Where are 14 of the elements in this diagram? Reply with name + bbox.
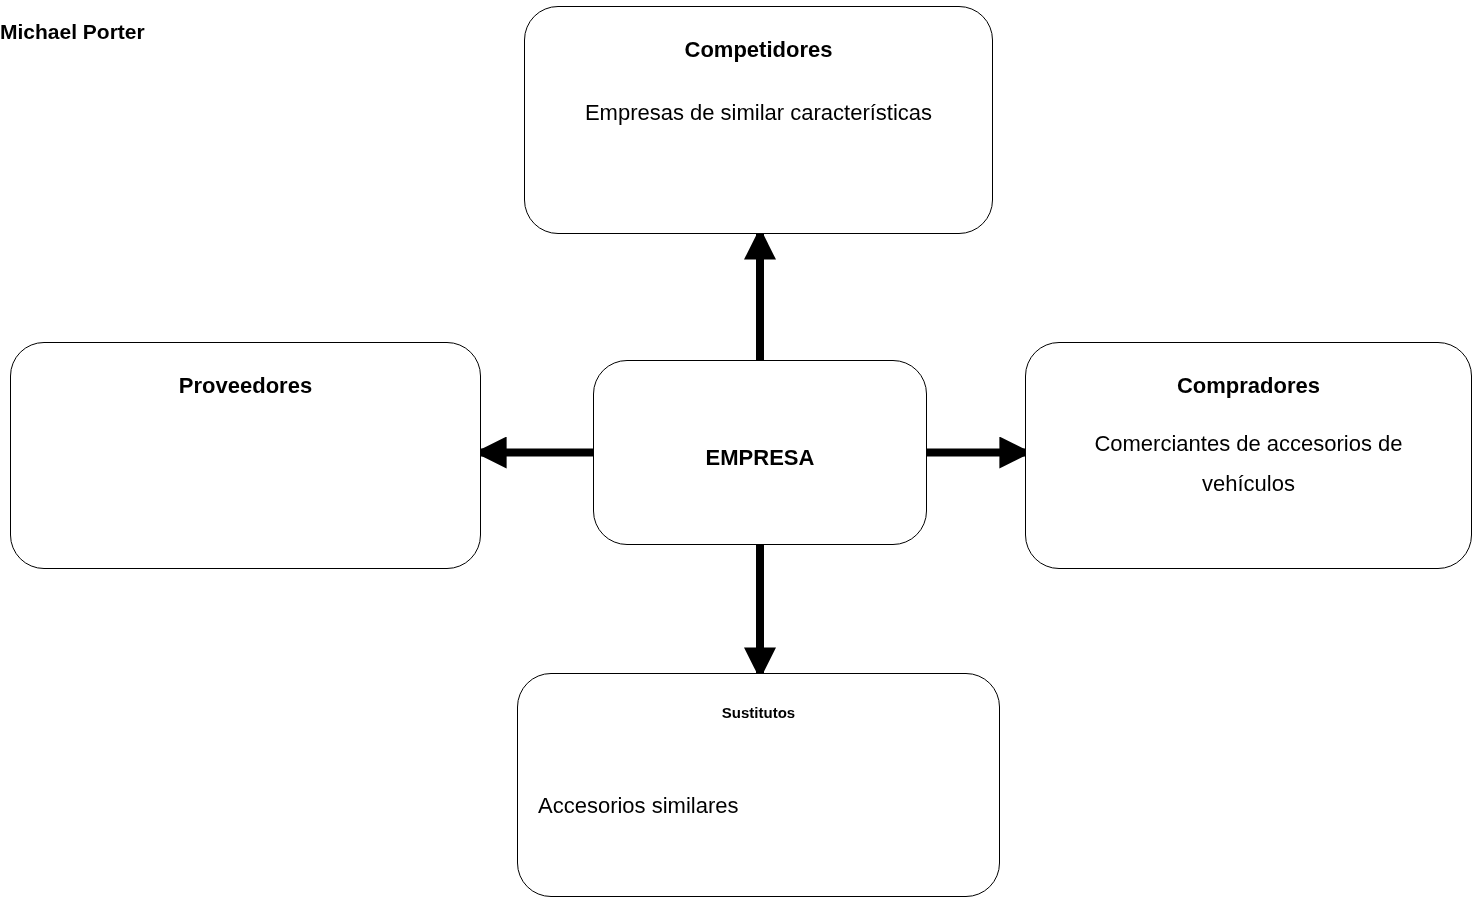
box-heading: Proveedores: [178, 373, 313, 399]
rounded-box: [517, 673, 1000, 897]
box-text: Empresas de similar características: [584, 99, 933, 127]
title: Michael Porter: [0, 20, 145, 44]
box-heading: Sustitutos: [721, 704, 796, 721]
rounded-box: [593, 360, 927, 545]
rounded-box: [10, 342, 481, 569]
box-heading: EMPRESA: [705, 444, 815, 471]
box-text: Accesorios similares: [538, 792, 739, 820]
rounded-box: [1025, 342, 1472, 569]
box-heading: Compradores: [1176, 373, 1320, 399]
box-text: Comerciantes de accesorios de vehículos: [1093, 430, 1404, 498]
rounded-box: [524, 6, 993, 234]
box-heading: Competidores: [684, 37, 833, 63]
